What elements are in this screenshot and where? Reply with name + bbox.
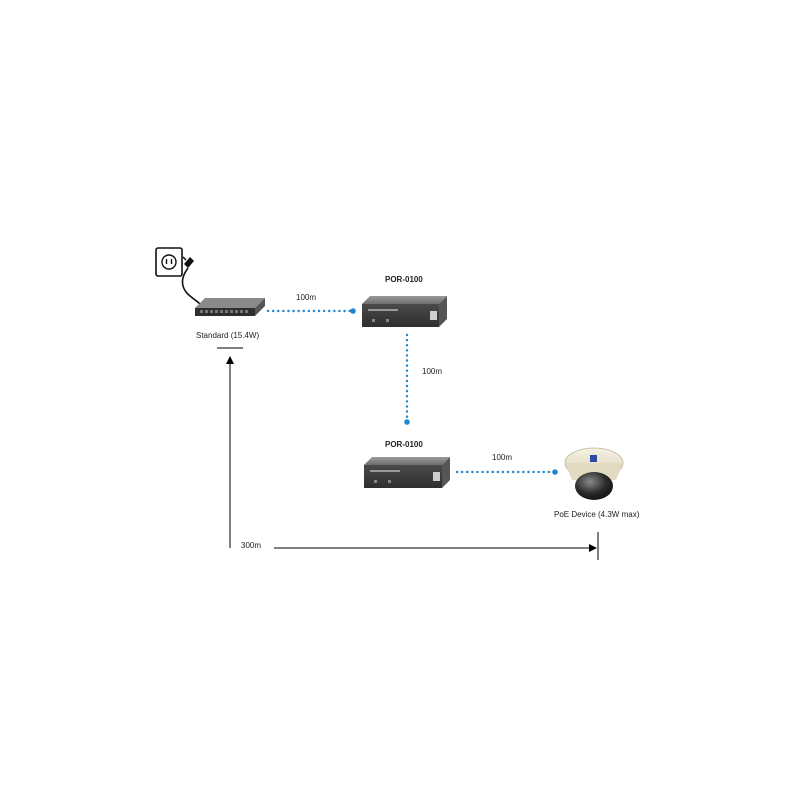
link-repeater-to-camera bbox=[455, 469, 558, 475]
link-label-repeater-repeater: 100m bbox=[422, 367, 443, 376]
poe-repeater-icon bbox=[364, 457, 450, 488]
link-repeater-to-repeater bbox=[404, 333, 410, 425]
poe-switch-icon bbox=[195, 298, 265, 316]
repeater-bottom-label: POR-0100 bbox=[385, 440, 423, 449]
power-plug-icon bbox=[181, 256, 201, 305]
link-label-switch-repeater: 100m bbox=[296, 293, 317, 302]
poe-repeater-icon bbox=[362, 296, 447, 327]
link-label-repeater-camera: 100m bbox=[492, 453, 513, 462]
power-outlet-icon bbox=[155, 247, 183, 277]
distance-measure bbox=[217, 347, 599, 560]
camera-label: PoE Device (4.3W max) bbox=[554, 510, 640, 519]
dome-camera-icon bbox=[564, 447, 624, 500]
link-switch-to-repeater bbox=[266, 308, 356, 314]
total-distance-label: 300m bbox=[241, 541, 262, 550]
repeater-top-label: POR-0100 bbox=[385, 275, 423, 284]
switch-label: Standard (15.4W) bbox=[196, 331, 260, 340]
